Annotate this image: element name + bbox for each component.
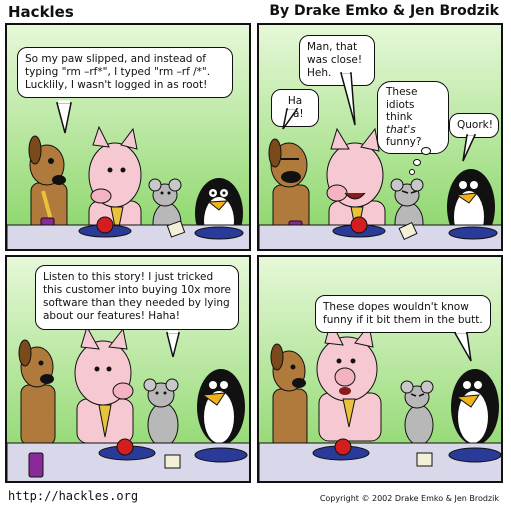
pig-character — [88, 125, 142, 246]
copyright-notice: Copyright © 2002 Drake Emko & Jen Brodzi… — [319, 494, 499, 503]
speech-bubble-dog: So my paw slipped, and instead of typing… — [17, 47, 233, 99]
cheese — [166, 220, 186, 238]
dog-character — [270, 343, 308, 450]
speech-bubble-dog: Ha ha! — [271, 89, 319, 128]
site-url-link[interactable]: http://hackles.org — [8, 489, 139, 503]
thought-dot — [409, 169, 415, 175]
thought-dot — [413, 159, 421, 166]
thought-dot — [421, 147, 431, 155]
comic-authors: By Drake Emko & Jen Brodzik — [269, 3, 499, 19]
mouse-character — [400, 380, 434, 446]
apple — [96, 216, 114, 234]
penguin-character — [197, 369, 245, 445]
fish-plate — [448, 447, 501, 463]
comic-panel-2: Man, that was close! Heh. Ha ha! These i… — [257, 23, 503, 251]
cheese — [416, 452, 433, 467]
pig-character — [316, 319, 382, 442]
fish-plate — [194, 226, 244, 240]
comic-panel-1: So my paw slipped, and instead of typing… — [5, 23, 251, 251]
penguin-character — [451, 369, 499, 445]
fish-plate — [194, 447, 248, 463]
soda-can — [28, 452, 44, 478]
pig-character — [74, 325, 134, 444]
apple — [350, 216, 368, 234]
comic-panel-4: These dopes wouldn't know funny if it bi… — [257, 255, 503, 483]
comic-panel-3: Listen to this story! I just tricked thi… — [5, 255, 251, 483]
comic-title: Hackles — [8, 3, 74, 21]
speech-bubble-penguin: These dopes wouldn't know funny if it bi… — [315, 295, 491, 334]
apple — [334, 438, 352, 456]
apple — [116, 438, 134, 456]
panel-4-scene — [259, 257, 501, 481]
cheese — [398, 221, 418, 241]
thought-text-emphasis: that's — [386, 123, 416, 136]
speech-bubble-pig: Man, that was close! Heh. — [299, 35, 375, 87]
speech-bubble-pig: Listen to this story! I just tricked thi… — [35, 265, 239, 330]
fish-plate — [448, 226, 498, 240]
speech-bubble-penguin: Quork! — [449, 113, 499, 139]
dog-character — [18, 339, 56, 446]
cheese — [164, 454, 181, 469]
thought-text-after: funny? — [386, 136, 422, 149]
thought-text-before: These idiots think — [386, 86, 418, 124]
thought-bubble-mouse: These idiots think that's funny? — [377, 81, 449, 154]
